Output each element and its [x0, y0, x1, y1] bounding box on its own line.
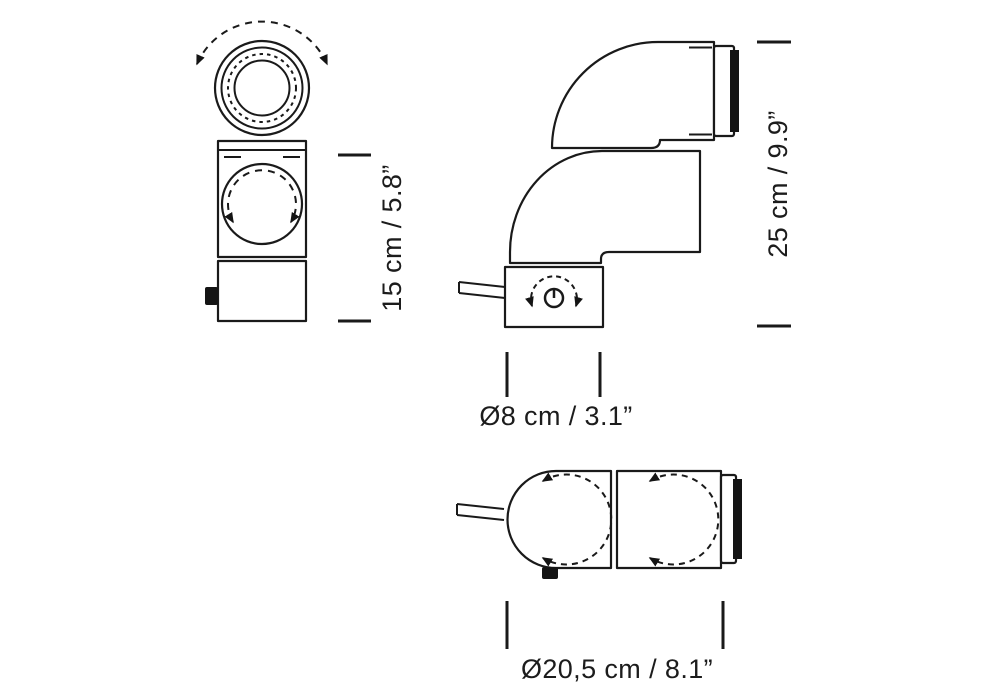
- side-view: 25 cm / 9.9” Ø8 cm / 3.1”: [458, 40, 793, 431]
- power-button-icon: [543, 287, 565, 309]
- side-height-label: 25 cm / 9.9”: [763, 110, 793, 257]
- base-rotation-arrow-icon: [525, 275, 583, 308]
- lamp-head-lens-edge: [733, 479, 742, 559]
- upper-elbow-tube: [550, 40, 716, 150]
- power-cord: [458, 281, 506, 299]
- lamp-head-lens-inner: [233, 59, 291, 117]
- power-cord: [456, 503, 505, 521]
- front-view: 15 cm / 5.8”: [196, 20, 407, 323]
- front-height-label: 15 cm / 5.8”: [377, 164, 407, 311]
- lamp-head-lens-knurl: [227, 53, 297, 123]
- lamp-head-lens-ring: [220, 46, 304, 130]
- lamp-head-lens-outer: [213, 39, 311, 137]
- base-diameter-label: Ø8 cm / 3.1”: [479, 401, 632, 431]
- head-swivel-rotation-arrow-icon: [196, 20, 328, 66]
- lamp-base-front: [216, 259, 308, 323]
- lamp-head-lens-edge: [730, 50, 739, 132]
- base-switch-knob: [542, 567, 558, 579]
- extended-length-label: Ø20,5 cm / 8.1”: [521, 654, 713, 684]
- lower-elbow-tube: [508, 149, 702, 265]
- bottom-view: Ø20,5 cm / 8.1”: [456, 469, 742, 684]
- base-switch-knob: [205, 287, 218, 305]
- lamp-segment-right: [615, 469, 723, 570]
- elbow-profile-circle: [220, 162, 304, 246]
- body-rotation-arrow-icon: [224, 169, 300, 224]
